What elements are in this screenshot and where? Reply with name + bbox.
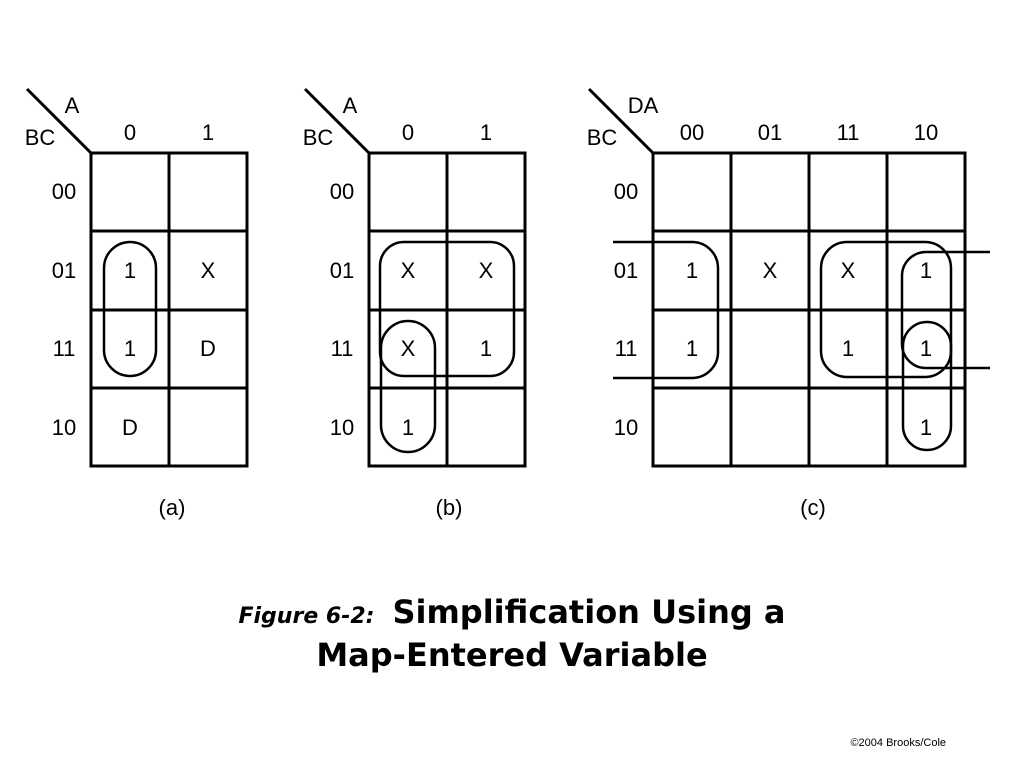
kmap-a-row-label: 00 [52,179,76,204]
kmap-b-row-label: 00 [330,179,354,204]
kmap-b-corner-diagonal [303,87,371,155]
kmap-b-row-label: 10 [330,415,354,440]
figure-title-line2: Map-Entered Variable [316,636,708,674]
kmap-c-col-label: 00 [680,120,704,145]
kmap-c-cell: 1 [920,415,932,440]
kmap-a-corner-diagonal [25,87,93,155]
kmap-a-cell: 1 [124,258,136,283]
kmap-c-cell: X [763,258,778,283]
kmap-c-loop [901,320,953,452]
kmap-c-var-top: DA [628,93,659,118]
kmap-a-row-label: 10 [52,415,76,440]
kmap-c-row-label: 10 [614,415,638,440]
kmap-c-row-label: 00 [614,179,638,204]
kmap-c-cell: X [841,258,856,283]
kmap-b-col-label: 0 [402,120,414,145]
kmap-c-grid [651,151,967,468]
kmap-b-cell: X [479,258,494,283]
kmap-a-loop [102,240,158,378]
kmap-b-cell: 1 [402,415,414,440]
kmap-b-loop [379,319,437,454]
kmap-c-cell: 1 [686,258,698,283]
kmap-c-row-label: 11 [615,336,638,361]
kmap-b-loop [378,240,516,378]
kmap-a-grid [89,151,249,468]
kmap-a-col-label: 0 [124,120,136,145]
kmap-a-var-top: A [65,93,80,118]
kmap-a-cell: D [122,415,138,440]
kmap-a-var-left: BC [25,125,56,150]
kmap-a-col-label: 1 [202,120,214,145]
kmap-b-col-label: 1 [480,120,492,145]
kmap-a-caption: (a) [159,495,186,520]
kmap-b-cell: X [401,336,416,361]
copyright-notice: ©2004 Brooks/Cole [850,737,946,749]
kmap-c-cell: 1 [842,336,854,361]
figure-caption-line1: Figure 6-2: Simplification Using a [0,593,1024,631]
figure-caption-line2: Map-Entered Variable [0,636,1024,674]
kmap-b-grid [367,151,527,468]
kmap-a-row-label: 01 [52,258,76,283]
kmap-c-loop [819,240,953,379]
kmap-b-caption: (b) [436,495,463,520]
kmap-c-var-left: BC [587,125,618,150]
kmap-a-cell: D [200,336,216,361]
kmap-c-loop-wrap-right [900,250,990,370]
kmap-c-caption: (c) [800,495,826,520]
kmap-a-cell: 1 [124,336,136,361]
kmap-a-row-label: 11 [53,336,76,361]
figure-label: Figure 6-2: [238,604,375,629]
kmap-diagram: A BC 0 1 00 01 11 10 1 X 1 D D (a) A BC … [25,87,990,520]
kmap-c-cell: 1 [920,336,932,361]
kmap-c-cell: 1 [686,336,698,361]
kmap-c-row-label: 01 [614,258,638,283]
kmap-b-var-left: BC [303,125,334,150]
kmap-b-cell: 1 [480,336,492,361]
kmap-a-cell: X [201,258,216,283]
kmap-c-col-label: 10 [914,120,938,145]
kmap-b-row-label: 11 [331,336,354,361]
kmap-c-corner-diagonal [587,87,655,155]
figure-title-line1: Simplification Using a [392,593,786,631]
kmap-c-col-label: 01 [758,120,782,145]
kmap-c-col-label: 11 [837,120,860,145]
kmap-a: A BC 0 1 00 01 11 10 1 X 1 D D (a) [25,87,249,520]
kmap-b-cell: X [401,258,416,283]
kmap-b-var-top: A [343,93,358,118]
kmap-c: DA BC 00 01 11 10 00 01 11 10 1 X X 1 1 … [587,87,990,520]
kmap-c-loop-wrap-left [613,240,720,380]
kmap-b-row-label: 01 [330,258,354,283]
kmap-c-cell: 1 [920,258,932,283]
kmap-b: A BC 0 1 00 01 11 10 X X X 1 1 (b) [303,87,527,520]
